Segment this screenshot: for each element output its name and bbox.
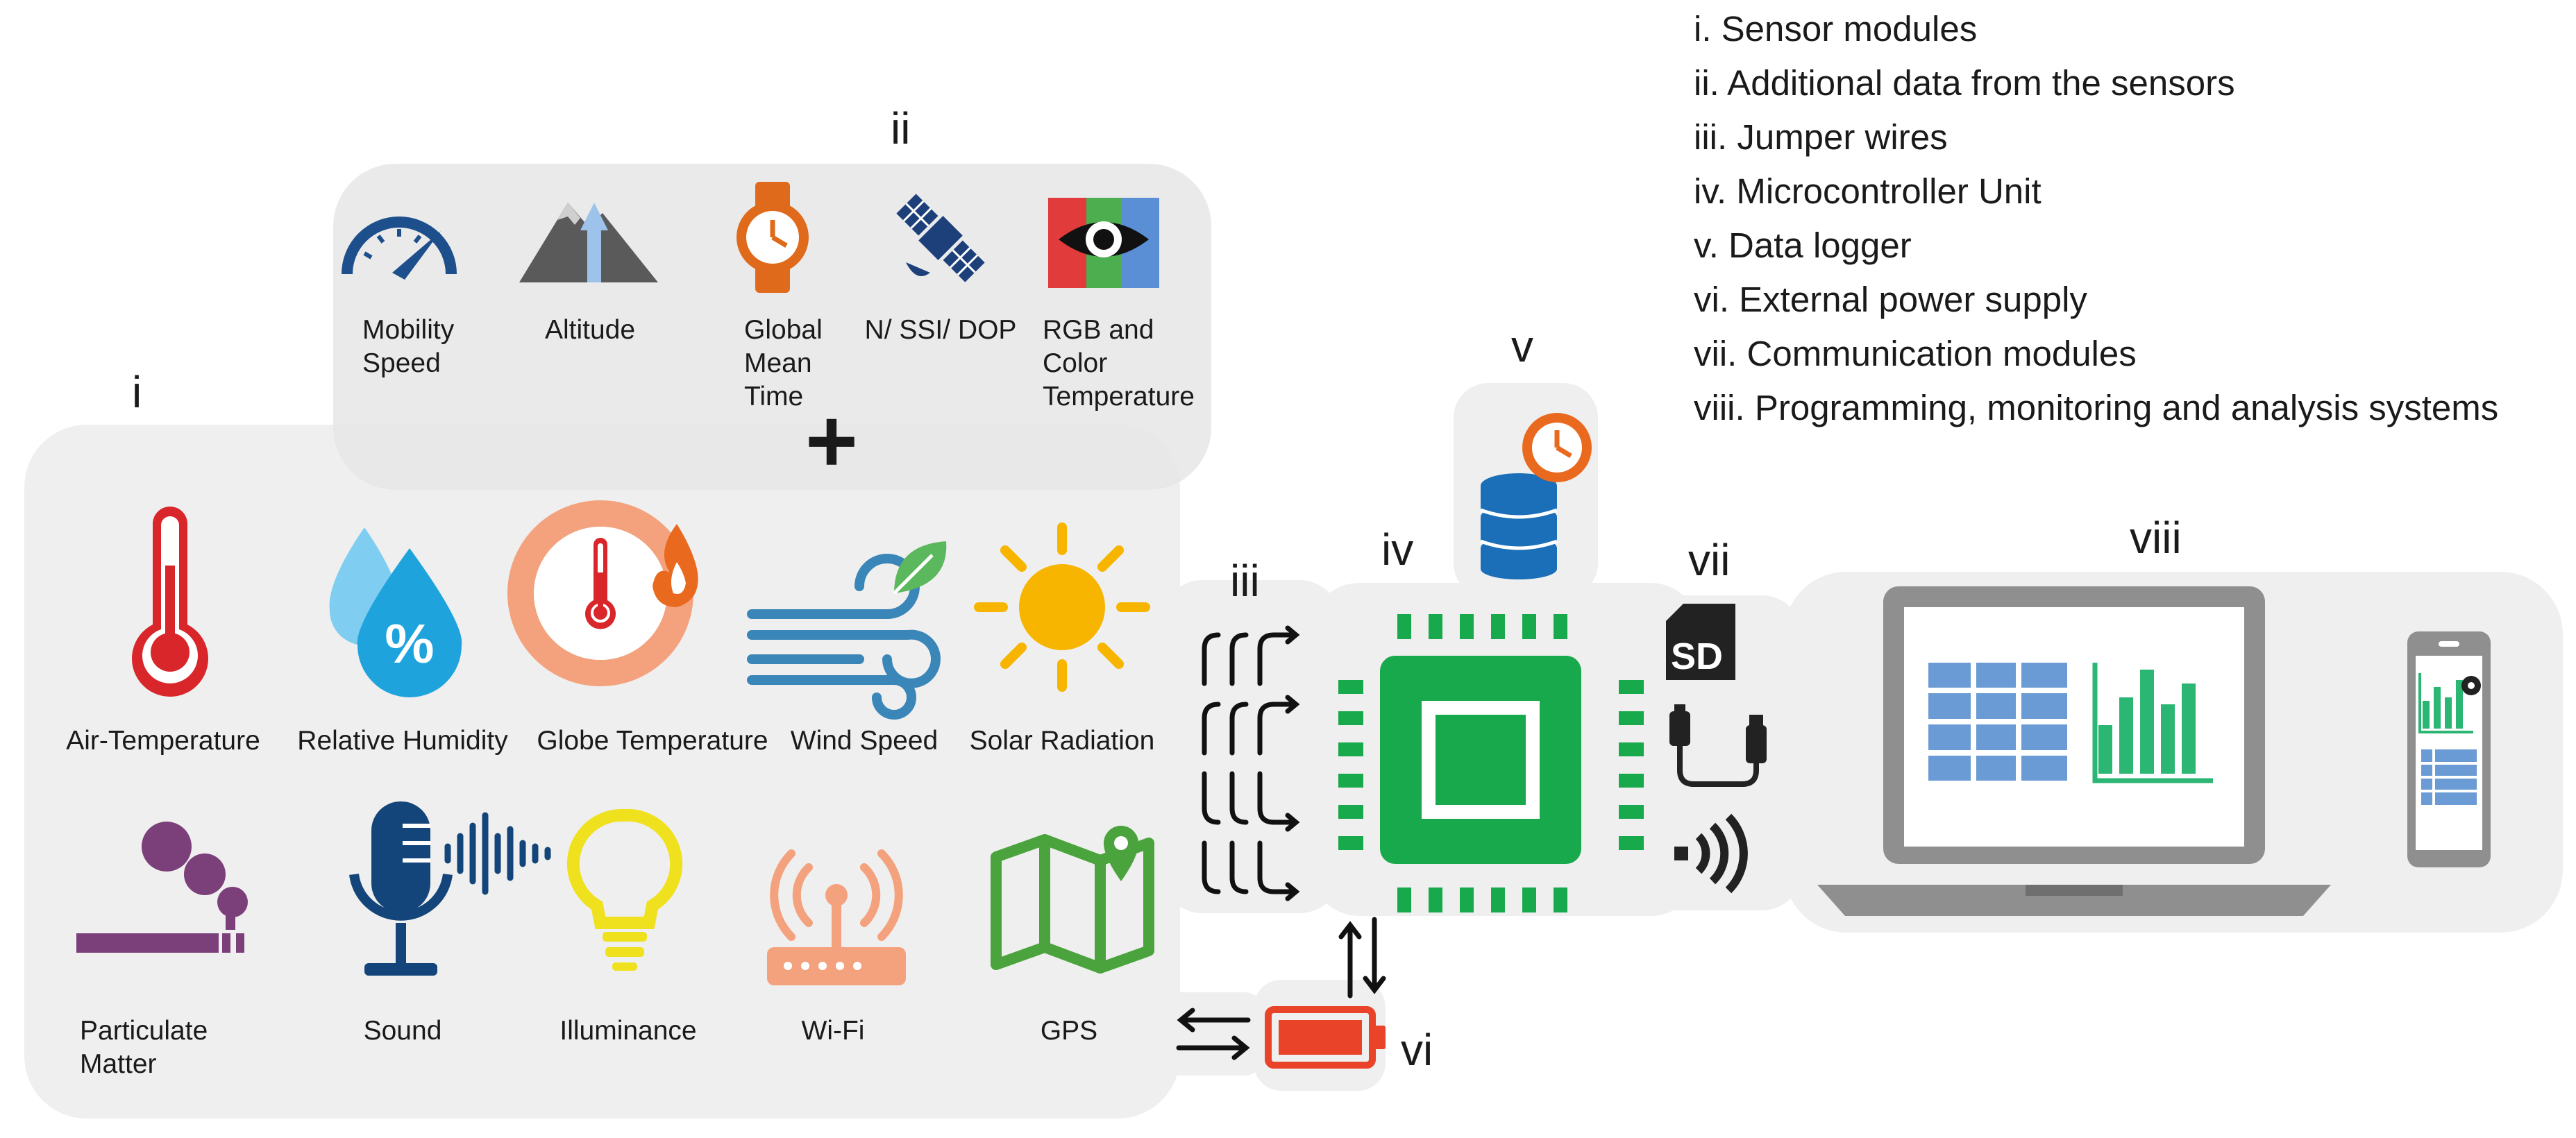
label-vii: vii bbox=[1688, 535, 1731, 585]
power-wire-panel bbox=[1161, 992, 1265, 1076]
microphone-icon bbox=[349, 801, 551, 976]
legend-item-2: ii. Additional data from the sensors bbox=[1694, 63, 2235, 103]
plus-sign: + bbox=[805, 390, 858, 491]
legend-item-6: vi. External power supply bbox=[1694, 280, 2087, 319]
eye-icon bbox=[1048, 198, 1159, 288]
label-viii: viii bbox=[2130, 513, 2182, 563]
legend-item-7: vii. Communication modules bbox=[1694, 334, 2137, 373]
lightbulb-icon bbox=[566, 808, 683, 971]
wind-icon bbox=[747, 541, 947, 720]
satellite-icon bbox=[896, 194, 985, 282]
microcontroller-chip-icon bbox=[1338, 614, 1644, 912]
battery-icon bbox=[1265, 1006, 1386, 1069]
label-globe-temperature: Globe Temperature bbox=[537, 726, 768, 756]
thermometer-icon bbox=[132, 507, 208, 697]
sd-card-icon bbox=[1666, 604, 1735, 680]
label-solar-radiation: Solar Radiation bbox=[969, 726, 1155, 756]
watch-icon bbox=[736, 182, 809, 293]
label-air-temperature: Air-Temperature bbox=[66, 726, 260, 756]
laptop-icon bbox=[1817, 586, 2331, 916]
label-ii: ii bbox=[891, 103, 911, 153]
label-wi-fi: Wi-Fi bbox=[801, 1016, 865, 1046]
smoke-icon bbox=[76, 822, 248, 953]
globe-thermometer-icon bbox=[507, 500, 698, 686]
label-n-ssi-dop: N/ SSI/ DOP bbox=[864, 315, 1017, 345]
svg-text:%: % bbox=[385, 613, 434, 674]
label-illuminance: Illuminance bbox=[559, 1016, 697, 1046]
legend-item-3: iii. Jumper wires bbox=[1694, 117, 1948, 157]
legend-item-4: iv. Microcontroller Unit bbox=[1694, 171, 2042, 211]
label-vi: vi bbox=[1401, 1025, 1433, 1075]
jumper-wires-icon bbox=[1202, 625, 1300, 901]
label-gps: GPS bbox=[1040, 1016, 1098, 1046]
label-v: v bbox=[1511, 321, 1533, 371]
label-altitude: Altitude bbox=[544, 315, 636, 345]
sun-icon bbox=[974, 523, 1150, 692]
label-i: i bbox=[132, 367, 142, 417]
map-icon bbox=[991, 826, 1154, 974]
horizontal-jumper-arrows-icon bbox=[1176, 1008, 1251, 1060]
vertical-jumper-arrows-icon bbox=[1338, 917, 1386, 999]
smartphone-icon bbox=[2407, 631, 2491, 867]
label-relative-humidity: Relative Humidity bbox=[297, 726, 508, 756]
humidity-icon: % bbox=[329, 527, 462, 697]
nfc-signal-icon bbox=[1674, 813, 1748, 894]
legend-item-8: viii. Programming, monitoring and analys… bbox=[1694, 388, 2499, 427]
mountain-icon bbox=[519, 203, 658, 282]
database-clock-icon bbox=[1480, 413, 1592, 579]
label-wind-speed: Wind Speed bbox=[790, 726, 938, 756]
label-iv: iv bbox=[1381, 525, 1414, 575]
speedometer-icon bbox=[342, 216, 457, 280]
label-iii: iii bbox=[1230, 556, 1260, 606]
legend-item-1: i. Sensor modules bbox=[1694, 9, 1978, 49]
legend-item-5: v. Data logger bbox=[1694, 226, 1912, 265]
wifi-router-icon bbox=[767, 849, 906, 985]
label-sound: Sound bbox=[363, 1016, 442, 1046]
sd-card-label: SD bbox=[1671, 636, 1724, 677]
usb-cable-icon bbox=[1669, 704, 1767, 787]
